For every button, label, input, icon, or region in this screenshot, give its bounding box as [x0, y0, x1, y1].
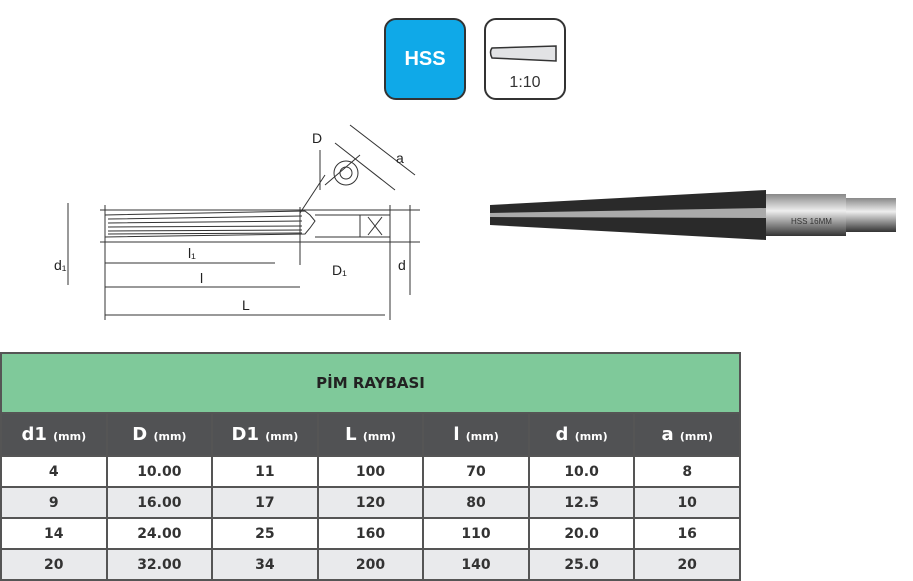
column-name: D — [132, 424, 148, 445]
cell-L: 200 — [316, 548, 425, 581]
column-name: D1 — [231, 424, 259, 445]
column-name: L — [345, 424, 357, 445]
hss-label: HSS — [404, 47, 446, 70]
cell-L: 120 — [316, 486, 425, 519]
cell-l: 80 — [422, 486, 530, 519]
cell-d: 20.0 — [527, 517, 636, 550]
cell-d: 10.0 — [527, 455, 636, 488]
cell-a: 16 — [633, 517, 741, 550]
cell-D: 10.00 — [105, 455, 214, 488]
cell-a: 10 — [633, 486, 741, 519]
cell-d1: 20 — [0, 548, 108, 581]
column-name: d1 — [21, 424, 47, 445]
cell-d1: 4 — [0, 455, 108, 488]
column-header-d: d (mm) — [527, 412, 636, 457]
cell-L: 100 — [316, 455, 425, 488]
column-header-l: l (mm) — [422, 412, 530, 457]
cell-D: 16.00 — [105, 486, 214, 519]
taper-icon — [489, 45, 557, 62]
cell-d: 12.5 — [527, 486, 636, 519]
cell-D1: 25 — [211, 517, 319, 550]
spec-table: PİM RAYBASI d1 (mm)D (mm)D1 (mm)L (mm)l … — [0, 352, 741, 581]
label-l: l — [200, 270, 203, 286]
table-title: PİM RAYBASI — [0, 352, 741, 414]
cell-l: 140 — [422, 548, 530, 581]
column-header-D: D (mm) — [105, 412, 214, 457]
technical-drawing: D a d₁ l₁ l L D₁ d — [54, 124, 420, 320]
taper-badge: 1:10 — [484, 18, 566, 100]
cell-d1: 9 — [0, 486, 108, 519]
cell-D1: 34 — [211, 548, 319, 581]
column-name: a — [661, 424, 674, 445]
column-header-D1: D1 (mm) — [211, 412, 319, 457]
column-header-L: L (mm) — [316, 412, 425, 457]
label-L: L — [242, 297, 250, 313]
column-header-a: a (mm) — [633, 412, 741, 457]
cell-a: 20 — [633, 548, 741, 581]
column-unit: (mm) — [153, 430, 187, 443]
column-name: l — [453, 424, 460, 445]
engraving: HSS 16MM — [791, 217, 832, 226]
cell-D1: 17 — [211, 486, 319, 519]
cell-d1: 14 — [0, 517, 108, 550]
cell-D1: 11 — [211, 455, 319, 488]
taper-ratio: 1:10 — [509, 74, 541, 91]
label-D1: D₁ — [332, 262, 347, 278]
column-unit: (mm) — [362, 430, 396, 443]
label-a: a — [396, 150, 404, 166]
label-D: D — [312, 130, 322, 146]
cell-d: 25.0 — [527, 548, 636, 581]
cell-l: 110 — [422, 517, 530, 550]
cell-L: 160 — [316, 517, 425, 550]
cell-D: 24.00 — [105, 517, 214, 550]
column-unit: (mm) — [574, 430, 608, 443]
column-unit: (mm) — [465, 430, 499, 443]
hss-badge: HSS — [384, 18, 466, 100]
column-header-d1: d1 (mm) — [0, 412, 108, 457]
label-l1: l₁ — [188, 245, 196, 261]
column-unit: (mm) — [53, 430, 87, 443]
label-d: d — [398, 257, 406, 273]
cell-D: 32.00 — [105, 548, 214, 581]
column-unit: (mm) — [679, 430, 713, 443]
cell-a: 8 — [633, 455, 741, 488]
cell-l: 70 — [422, 455, 530, 488]
reamer-photo: HSS 16MM — [490, 190, 896, 240]
column-unit: (mm) — [265, 430, 299, 443]
column-name: d — [555, 424, 569, 445]
label-d1: d₁ — [54, 257, 67, 273]
